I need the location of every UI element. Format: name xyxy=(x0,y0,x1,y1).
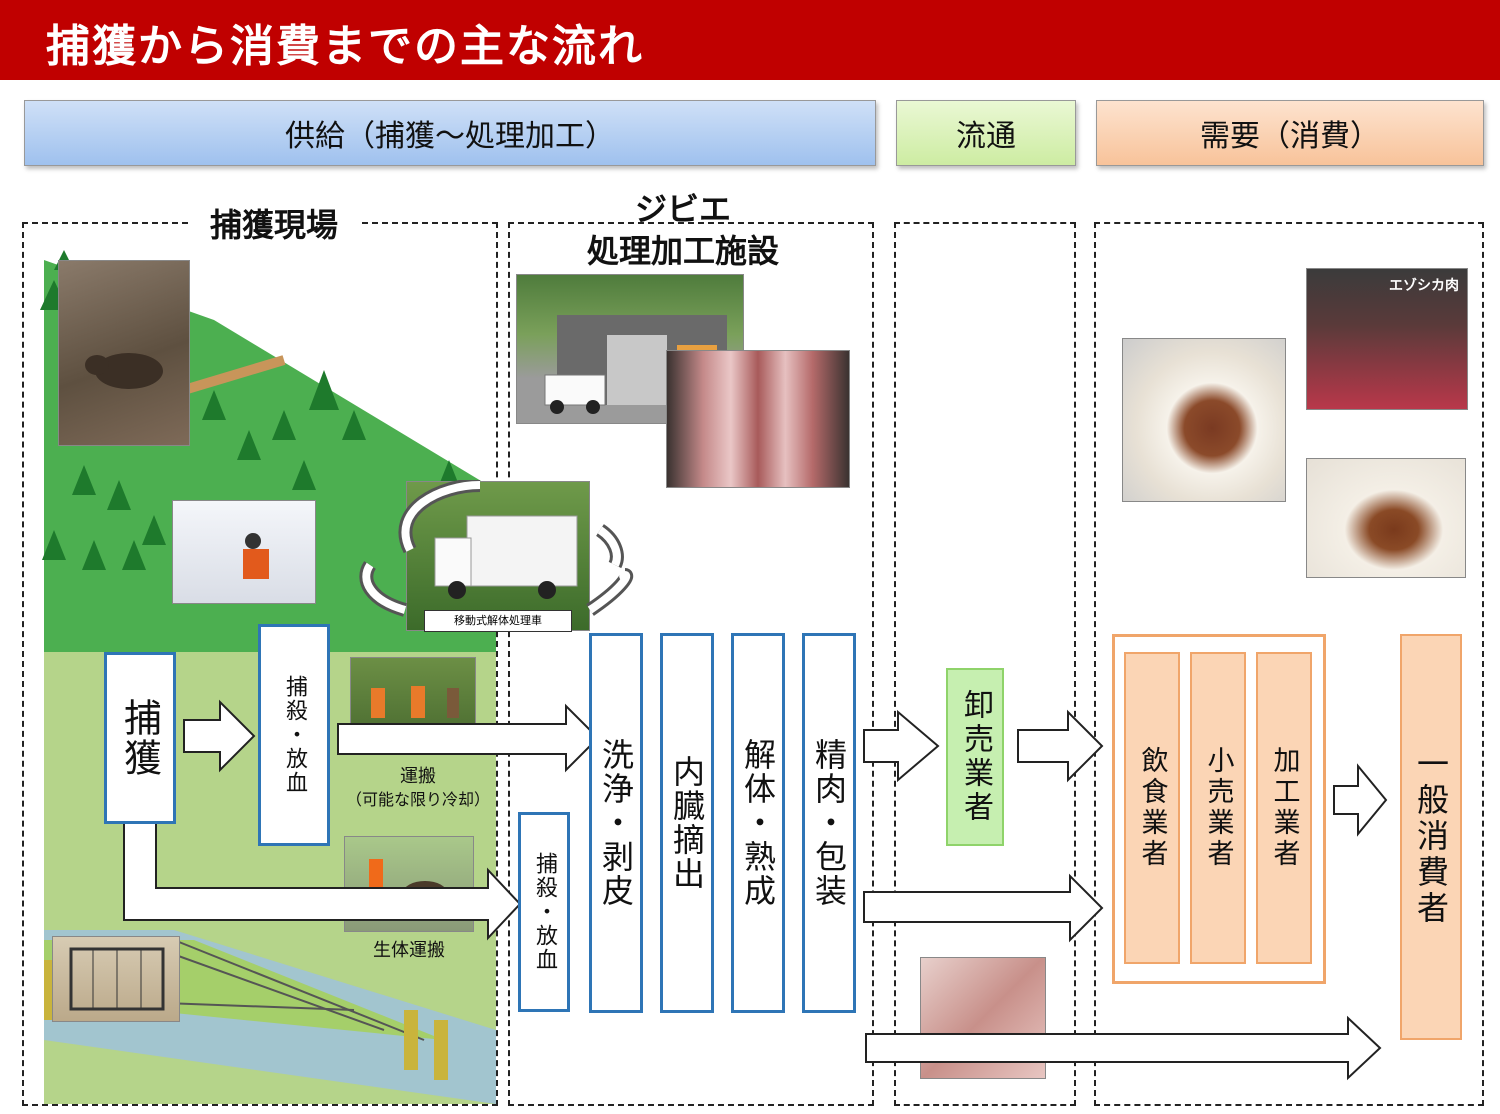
photo-sausages xyxy=(1306,458,1466,578)
header-supply: 供給（捕獲～処理加工） xyxy=(24,100,876,166)
zone-distribution xyxy=(894,222,1076,1106)
store-sign: エゾシカ肉 xyxy=(1389,278,1459,294)
arrow-direct-to-demand xyxy=(863,873,1104,943)
trap-icon xyxy=(69,947,165,1011)
step-trim-pack: 精肉・包装 xyxy=(802,633,856,1013)
photo-plated-dish xyxy=(1122,338,1286,502)
photo-hunter-snow xyxy=(172,500,316,604)
photo-wild-boar xyxy=(58,260,190,446)
cycle-arrows xyxy=(359,480,634,617)
header-demand: 需要（消費） xyxy=(1096,100,1484,166)
step-restaurant: 飲食業者 xyxy=(1124,652,1180,964)
arrow-capture-to-bleed xyxy=(183,699,256,773)
hunter-icon xyxy=(243,533,269,579)
step-wholesaler: 卸売業者 xyxy=(946,668,1004,846)
step-eviscerate: 内臓摘出 xyxy=(660,633,714,1013)
zone-demand xyxy=(1094,222,1484,1106)
arrow-live-transport xyxy=(123,811,522,941)
step-processor: 加工業者 xyxy=(1256,652,1312,964)
photo-cage-trap xyxy=(52,936,180,1022)
step-retailer: 小売業者 xyxy=(1190,652,1246,964)
step-wash-skin: 洗浄・剥皮 xyxy=(589,633,643,1013)
zone-label-facility-line1: ジビエ xyxy=(634,190,731,228)
mobile-unit-label: 移動式解体処理車 xyxy=(424,610,572,632)
title-bar xyxy=(0,0,1500,80)
arrow-to-consumer xyxy=(1333,763,1388,837)
step-consumer: 一般消費者 xyxy=(1400,634,1462,1040)
zone-label-capture-site: 捕獲現場 xyxy=(190,206,358,248)
zone-processing-facility xyxy=(508,222,874,1106)
page-title: 捕獲から消費までの主な流れ xyxy=(46,21,644,72)
people-carrying-icon xyxy=(371,686,459,718)
label-live-transport: 生体運搬 xyxy=(373,940,445,961)
arrow-transport xyxy=(337,703,600,773)
header-distribution: 流通 xyxy=(896,100,1076,166)
zone-label-facility-line2: 処理加工施設 xyxy=(558,232,808,272)
photo-meat-store: エゾシカ肉 xyxy=(1306,268,1468,410)
step-dismantle-age: 解体・熟成 xyxy=(731,633,785,1013)
label-transport: 運搬 xyxy=(400,766,436,787)
truck-icon xyxy=(434,515,578,599)
arrow-direct-to-consumer xyxy=(865,1015,1382,1081)
photo-hanging-meat xyxy=(666,350,850,488)
arrow-to-wholesaler xyxy=(863,709,940,783)
arrow-wholesaler-to-demand xyxy=(1017,709,1104,783)
step-slaughter-bleed: 捕殺・放血 xyxy=(258,624,330,846)
wild-boar-icon xyxy=(85,353,163,389)
photo-mobile-unit xyxy=(406,481,590,631)
step-slaughter-bleed-facility: 捕殺・放血 xyxy=(518,812,570,1012)
label-transport-note: （可能な限り冷却） xyxy=(345,790,490,809)
step-capture: 捕獲 xyxy=(104,652,176,824)
